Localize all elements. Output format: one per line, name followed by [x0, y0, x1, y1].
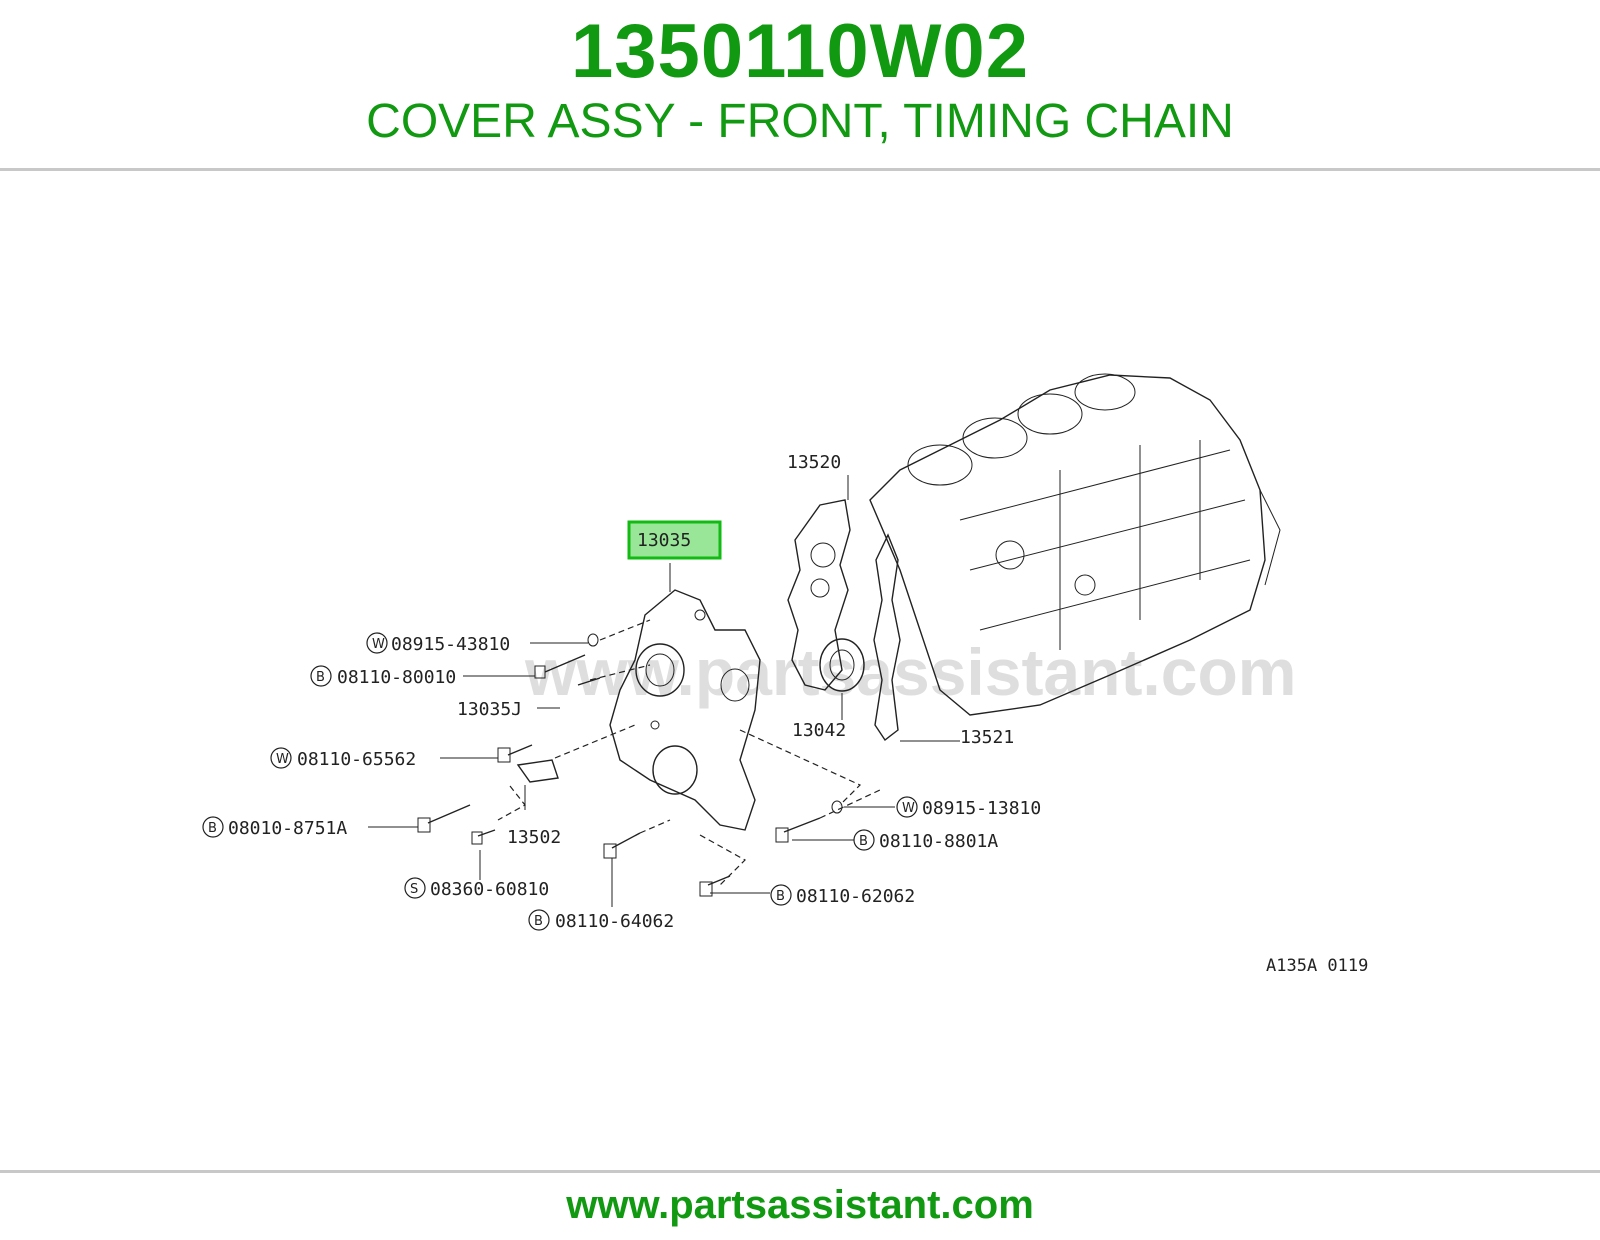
callout-08110-65562[interactable]: 08110-65562 [297, 749, 416, 770]
prefix-w-icon: W [372, 637, 385, 652]
callout-13035J[interactable]: 13035J [457, 699, 522, 720]
watermark: www.partsassistant.com [524, 635, 1296, 709]
prefix-w-icon: W [902, 801, 915, 816]
callout-13520[interactable]: 13520 [787, 452, 841, 473]
prefix-w-icon: W [276, 752, 289, 767]
callout-08110-64062[interactable]: 08110-64062 [555, 911, 674, 932]
callout-08110-8801A[interactable]: 08110-8801A [879, 831, 998, 852]
part-title: COVER ASSY - FRONT, TIMING CHAIN [366, 95, 1234, 148]
prefix-b-icon: B [534, 914, 543, 929]
prefix-s-icon: S [410, 882, 418, 897]
callout-08110-80010[interactable]: 08110-80010 [337, 667, 456, 688]
gasket-13520-drawing [787, 499, 851, 691]
callout-08915-13810[interactable]: 08915-13810 [922, 798, 1041, 819]
part-number: 1350110W02 [571, 9, 1029, 94]
prefix-b-icon: B [208, 821, 217, 836]
callout-08110-62062[interactable]: 08110-62062 [796, 886, 915, 907]
callout-08915-43810[interactable]: 08915-43810 [391, 634, 510, 655]
engine-block-drawing [869, 373, 1281, 716]
header: 1350110W02 COVER ASSY - FRONT, TIMING CH… [0, 0, 1600, 168]
callout-13521[interactable]: 13521 [960, 727, 1014, 748]
fastener-drawings [417, 633, 843, 897]
callout-13502[interactable]: 13502 [507, 827, 561, 848]
prefix-b-icon: B [776, 889, 785, 904]
parts-diagram: www.partsassistant.com [180, 330, 1420, 1010]
front-cover-13035-drawing [609, 589, 761, 831]
highlight-box [627, 520, 722, 560]
callout-08360-60810[interactable]: 08360-60810 [430, 879, 549, 900]
oil-seal-13042-drawing [819, 638, 865, 692]
header-divider [0, 168, 1600, 171]
callout-13042[interactable]: 13042 [792, 720, 846, 741]
prefix-b-icon: B [316, 670, 325, 685]
footer-url[interactable]: www.partsassistant.com [566, 1183, 1034, 1227]
footer-divider [0, 1170, 1600, 1173]
figure-code: A135A 0119 [1266, 956, 1368, 976]
exploded-view-drawing: www.partsassistant.com [202, 373, 1368, 976]
prefix-b-icon: B [859, 834, 868, 849]
callout-13035[interactable]: 13035 [637, 530, 691, 551]
gasket-13521-drawing [873, 533, 901, 742]
callout-08010-8751A[interactable]: 08010-8751A [228, 818, 347, 839]
